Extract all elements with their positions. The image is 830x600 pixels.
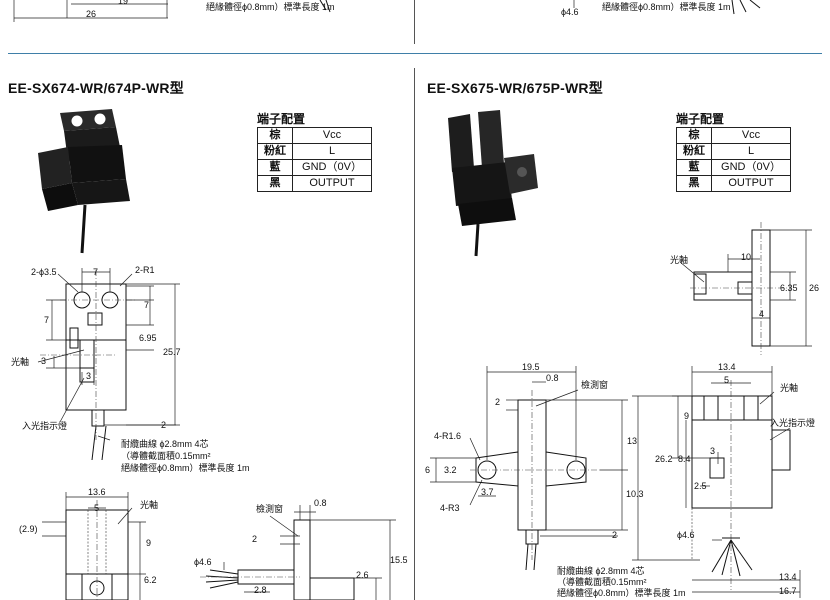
left-dim-25-7: 25.7: [163, 347, 181, 357]
right-dim-r1-6: 4-R1.6: [434, 431, 462, 441]
right-dim-19-5: 19.5: [522, 362, 540, 372]
top-dim-4-6: ϕ4.6: [561, 7, 579, 17]
right-product-photo: [438, 108, 558, 258]
left-cable-line-1: 耐纜曲線 ϕ2.8mm 4芯: [121, 439, 209, 449]
right-dim-2: 2: [495, 397, 501, 407]
right-dim-4: 4: [759, 309, 765, 319]
right-dim-10: 10: [741, 252, 752, 262]
right-dim-16-7: 16.7: [779, 586, 797, 596]
top-strip-drawing: [13, 0, 761, 22]
section-divider: [8, 53, 822, 54]
left-dim-5: 5: [94, 503, 100, 513]
left-label-axis: 光軸: [11, 357, 30, 367]
left-dim-7-right: 7: [144, 300, 150, 310]
right-label-window: 檢測窗: [581, 380, 609, 390]
left-dim-4-6: ϕ4.6: [194, 557, 212, 567]
left-label-indicator: 入光指示燈: [22, 421, 68, 431]
left-dim-13-6: 13.6: [88, 487, 106, 497]
right-dim-4-6: ϕ4.6: [677, 530, 695, 540]
left-dim-15-5: 15.5: [390, 555, 408, 565]
right-dim-6: 6: [425, 465, 431, 475]
left-dim-2-b: 2: [252, 534, 258, 544]
top-cable-note-left: 絕緣體徑ϕ0.8mm）標準長度 1m: [206, 2, 335, 12]
left-label-window: 檢測窗: [256, 504, 284, 514]
top-dim-19: 19: [118, 0, 129, 6]
right-dim-r3: 4-R3: [440, 503, 460, 513]
right-dim-13-4-b: 13.4: [779, 572, 797, 582]
left-model-title: EE-SX674-WR/674P-WR型: [8, 80, 184, 96]
terminal-signal: OUTPUT: [292, 175, 372, 192]
right-dim-2-b: 2: [612, 530, 618, 540]
terminal-color: 黑: [676, 175, 712, 192]
right-dim-5: 5: [724, 375, 730, 385]
terminal-signal: Vcc: [292, 127, 372, 144]
left-dim-radius: 2-R1: [135, 265, 155, 275]
top-divider-vertical: [414, 0, 415, 44]
left-dim-0-8: 0.8: [314, 498, 327, 508]
left-dim-7-top: 7: [93, 267, 99, 277]
terminal-signal: OUTPUT: [711, 175, 791, 192]
right-dim-13-4: 13.4: [718, 362, 736, 372]
left-dim-3-inner: 3: [86, 371, 92, 381]
left-dim-2-6: 2.6: [356, 570, 369, 580]
left-cable-line-3: 絕緣體徑ϕ0.8mm）標準長度 1m: [121, 463, 250, 473]
right-dim-26-2: 26.2: [655, 454, 673, 464]
right-dim-3-2: 3.2: [444, 465, 457, 475]
terminal-signal: GND（0V）: [292, 159, 372, 176]
top-dim-26: 26: [86, 9, 97, 19]
left-cable-line-2: （導體截面積0.15mm²: [121, 451, 211, 461]
right-dim-8-4: 8.4: [678, 454, 691, 464]
right-dim-13: 13: [627, 436, 638, 446]
terminal-color: 黑: [257, 175, 293, 192]
right-terminal-title: 端子配置: [676, 112, 725, 126]
left-dim-hole: 2-ϕ3.5: [31, 267, 57, 277]
right-cable-line-1: 耐纜曲線 ϕ2.8mm 4芯: [557, 566, 645, 576]
left-dim-6-2: 6.2: [144, 575, 157, 585]
right-label-axis-b: 光軸: [780, 383, 799, 393]
right-dim-10-3: 10.3: [626, 489, 644, 499]
right-dim-6-35: 6.35: [780, 283, 798, 293]
left-dim-7-left: 7: [44, 315, 50, 325]
left-dim-2-8: 2.8: [254, 585, 267, 595]
left-label-axis-b: 光軸: [140, 500, 159, 510]
left-dim-2: 2: [161, 420, 167, 430]
left-dim-6-95: 6.95: [139, 333, 157, 343]
right-dim-3: 3: [710, 446, 716, 456]
right-dim-9: 9: [684, 411, 690, 421]
right-dim-2-5: 2.5: [694, 481, 707, 491]
right-label-indicator: 入光指示燈: [770, 418, 816, 428]
center-divider: [414, 68, 415, 600]
left-dim-2-9: (2.9): [19, 524, 38, 534]
right-dim-3-7: 3.7: [481, 487, 494, 497]
right-dim-0-8: 0.8: [546, 373, 559, 383]
right-cable-line-2: （導體截面積0.15mm²: [557, 577, 647, 587]
right-cable-line-3: 絕緣體徑ϕ0.8mm）標準長度 1m: [557, 588, 686, 598]
right-model-title: EE-SX675-WR/675P-WR型: [427, 80, 603, 96]
top-cable-note-right: 絕緣體徑ϕ0.8mm）標準長度 1m: [602, 2, 731, 12]
right-label-axis: 光軸: [670, 255, 689, 265]
left-dim-9: 9: [146, 538, 152, 548]
left-product-photo: [30, 105, 140, 255]
left-dim-3-left: 3: [41, 356, 47, 366]
right-dim-26: 26: [809, 283, 820, 293]
left-terminal-title: 端子配置: [257, 112, 306, 126]
